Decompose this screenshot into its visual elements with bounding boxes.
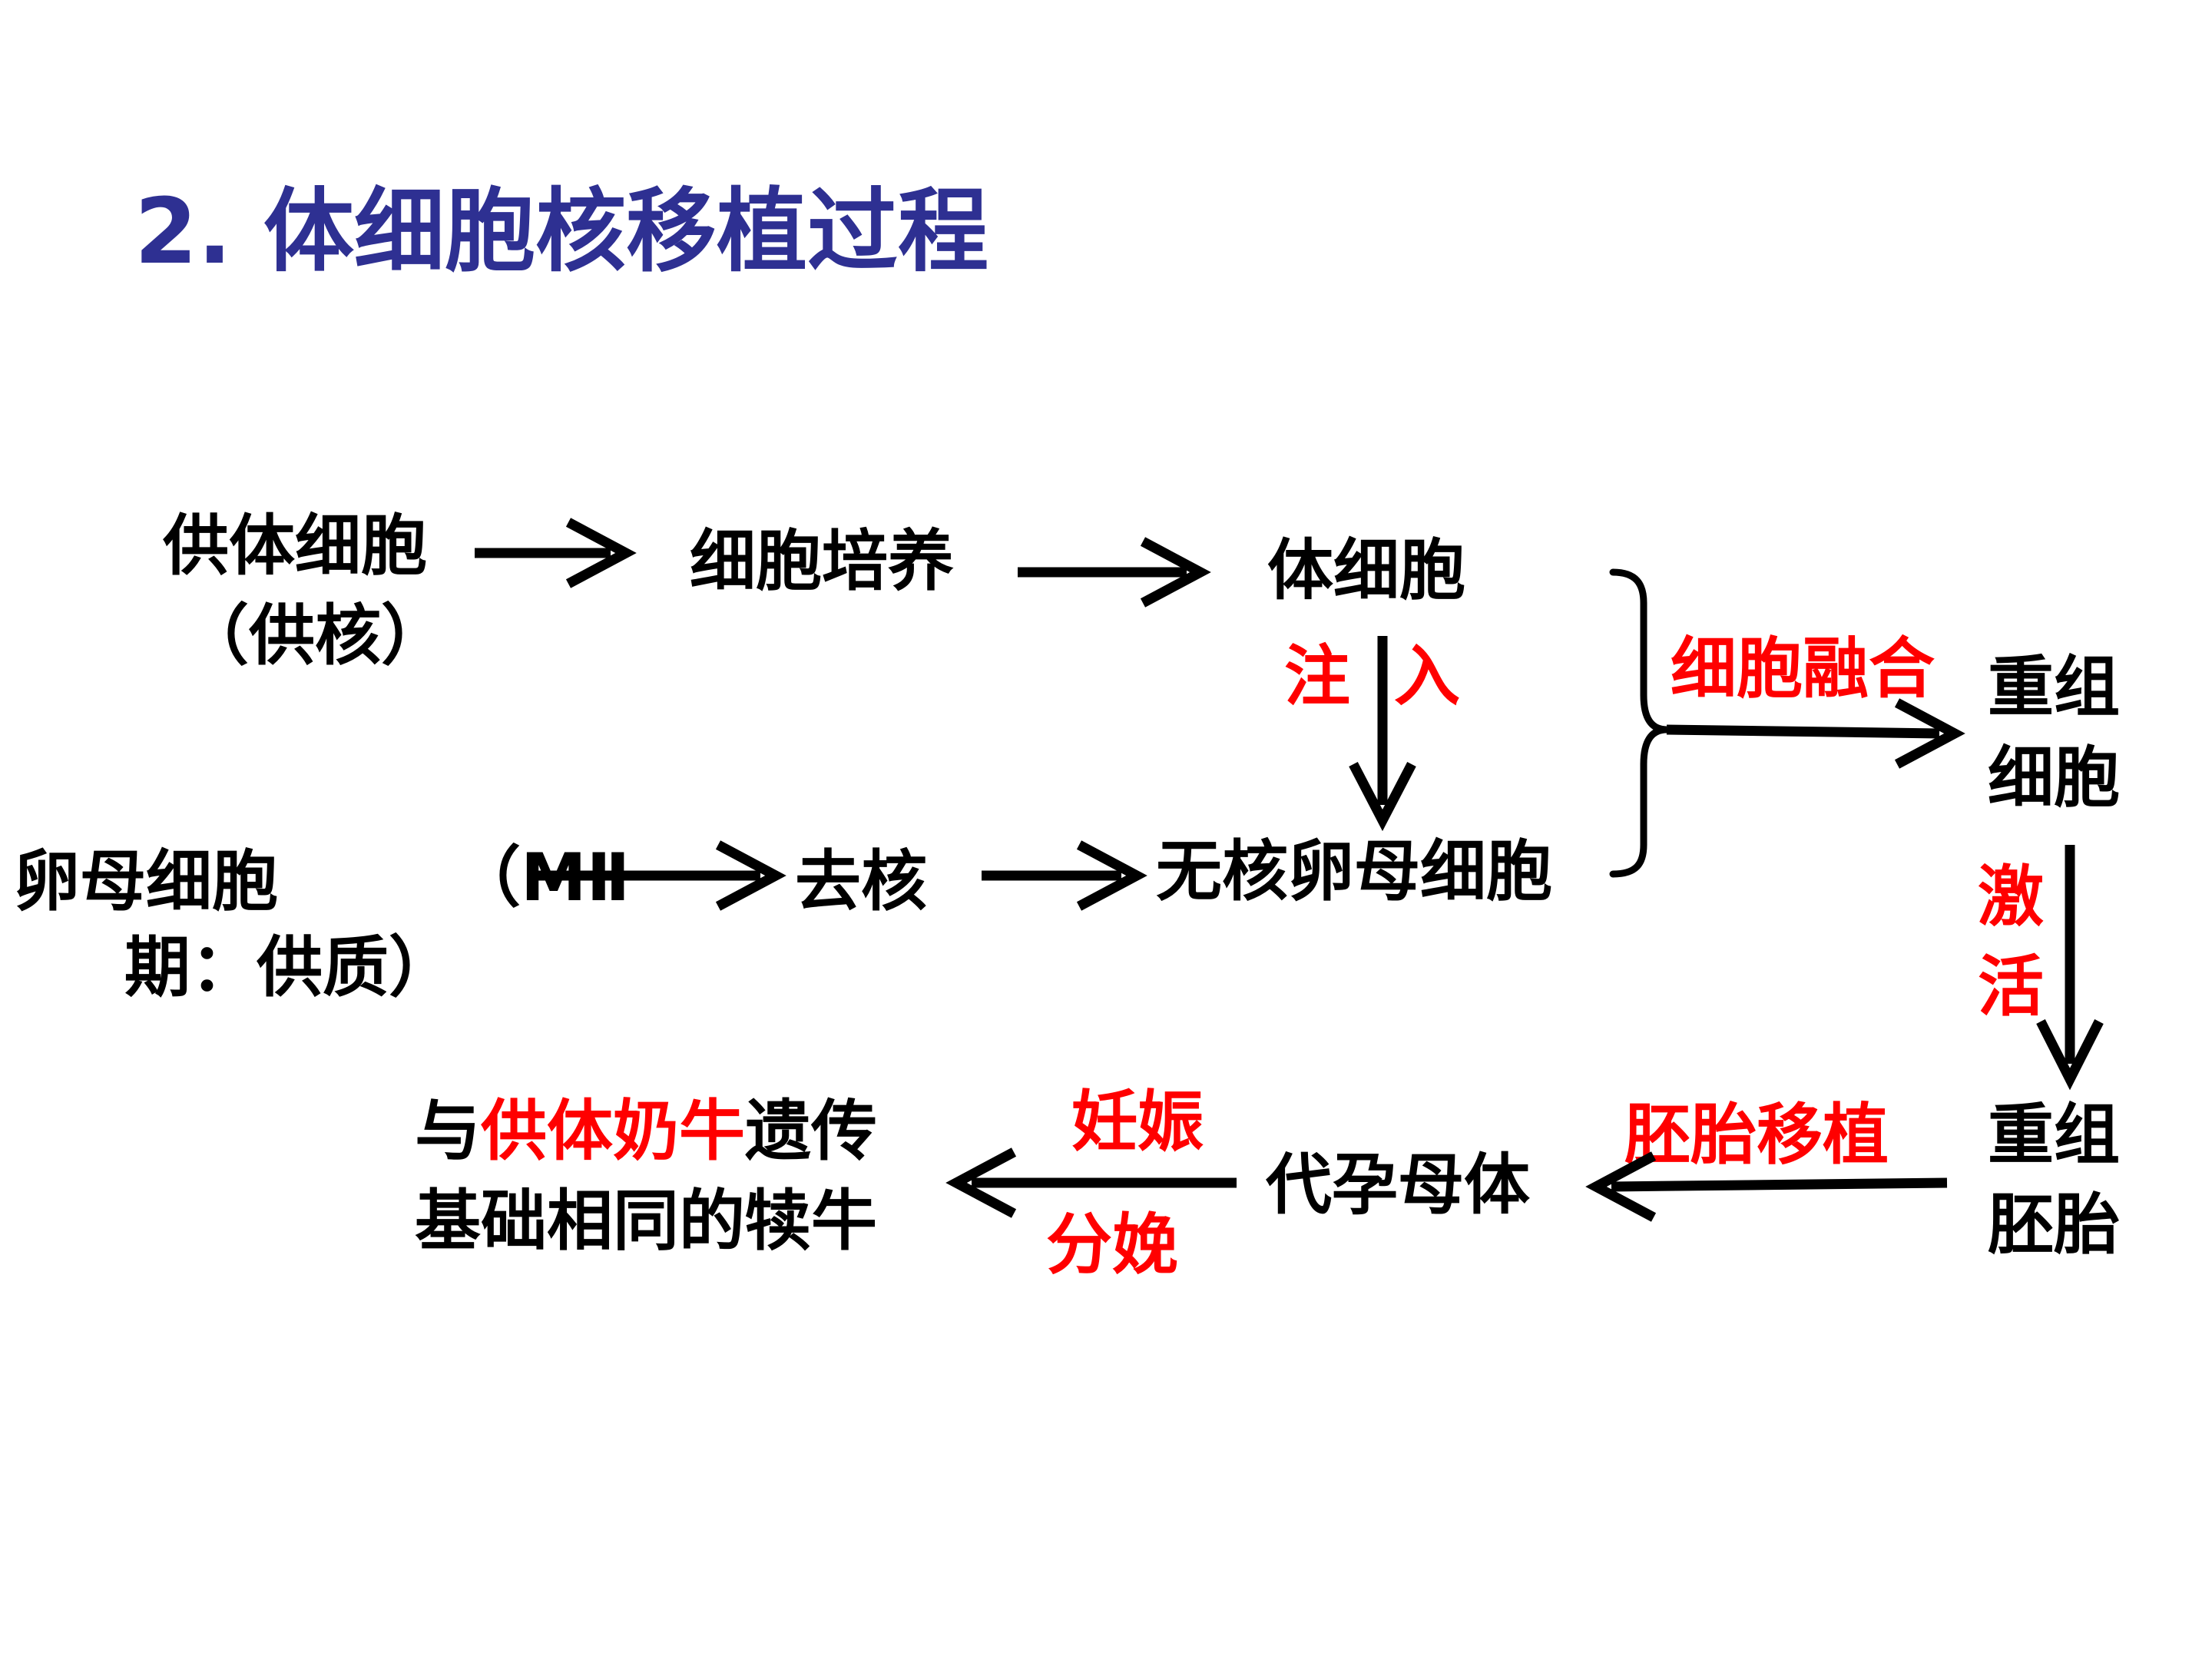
- node-recombined-cell-2: 细胞: [1988, 740, 2120, 816]
- step-activation-2: 活: [1978, 949, 2044, 1025]
- node-enucleation: 去核: [795, 843, 927, 920]
- node-recombined-embryo-1: 重组: [1988, 1097, 2120, 1174]
- arrowhead-enucleation-to-oocyte: [1076, 840, 1147, 911]
- step-inject-2: 入: [1394, 638, 1460, 715]
- arrowhead-birth: [945, 1147, 1017, 1218]
- step-activation-1: 激: [1978, 859, 2044, 935]
- node-enucleated-oocyte: 无核卵母细胞: [1156, 833, 1552, 910]
- arrowhead-activation: [2036, 1019, 2104, 1091]
- node-cell-culture: 细胞培养: [690, 523, 954, 600]
- step-embryo-transfer: 胚胎移植: [1624, 1097, 1889, 1174]
- merge-brace: [1609, 568, 1667, 878]
- arrowhead-embryo-transfer: [1585, 1151, 1657, 1222]
- arrowhead-fusion: [1894, 698, 1965, 769]
- arrow-fusion: [1666, 724, 1940, 739]
- node-donor-nucleus: （供核）: [183, 598, 447, 674]
- node-result-line2: 基础相同的犊牛: [415, 1183, 877, 1260]
- node-result-line1: 与供体奶牛遗传: [415, 1091, 877, 1174]
- result-prefix: 与: [415, 1093, 481, 1170]
- node-donor-cell: 供体细胞: [163, 508, 427, 584]
- node-somatic-cell: 体细胞: [1267, 532, 1465, 609]
- result-highlight: 供体奶牛: [481, 1093, 745, 1170]
- arrowhead-culture-to-somatic: [1140, 537, 1211, 608]
- step-cell-fusion: 细胞融合: [1671, 631, 1935, 707]
- node-oocyte-stage-rest: 期：供质）: [124, 929, 455, 1006]
- node-recombined-cell-1: 重组: [1988, 649, 2120, 726]
- page-title: 2. 体细胞核移植过程: [134, 178, 989, 284]
- result-suffix: 遗传: [745, 1093, 877, 1170]
- arrowhead-oocyte-to-enucleation: [715, 840, 786, 911]
- arrowhead-donor-to-culture: [565, 518, 637, 588]
- arrowhead-inject: [1349, 761, 1416, 832]
- node-recombined-embryo-2: 胚胎: [1988, 1187, 2120, 1263]
- step-pregnancy: 妊娠: [1071, 1084, 1204, 1161]
- node-surrogate: 代孕母体: [1266, 1147, 1530, 1224]
- step-inject-1: 注: [1284, 638, 1350, 715]
- step-delivery: 分娩: [1046, 1207, 1178, 1283]
- node-oocyte: 卵母细胞: [14, 843, 278, 920]
- arrow-embryo-transfer: [1611, 1177, 1948, 1192]
